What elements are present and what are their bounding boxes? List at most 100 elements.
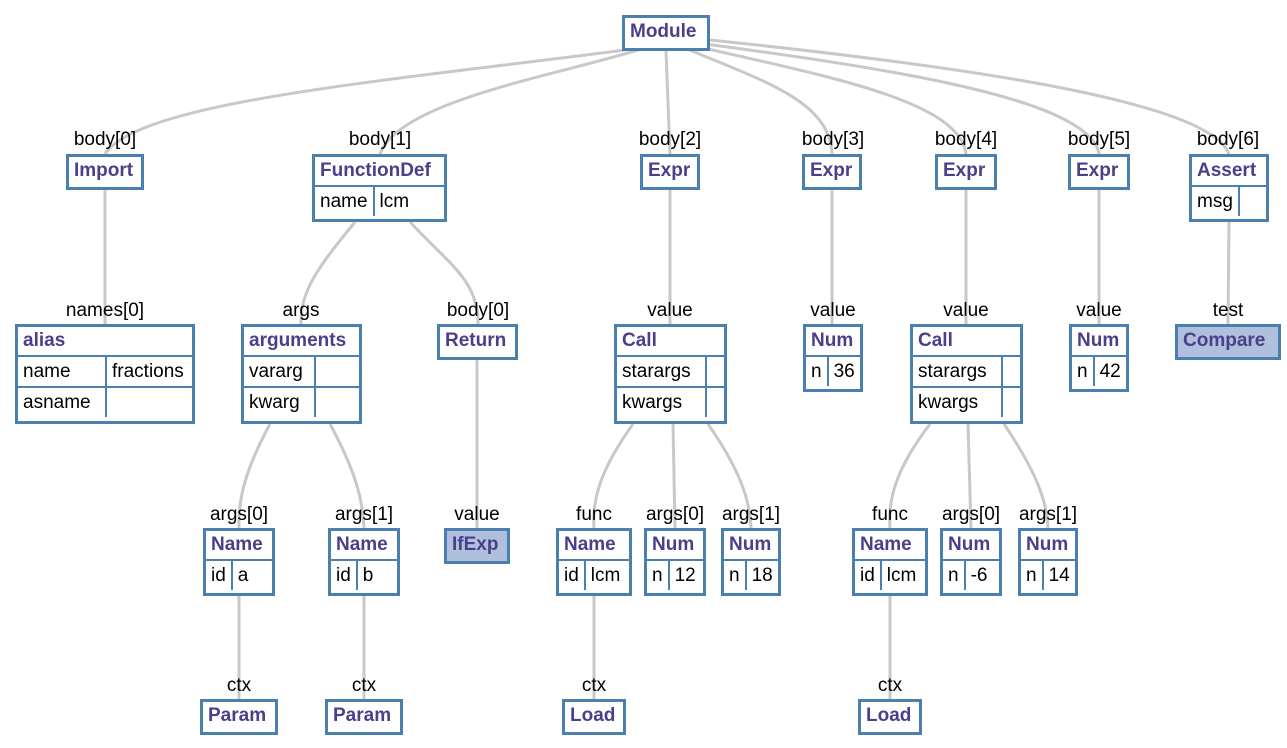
field-key: asname <box>18 388 107 417</box>
node-title: arguments <box>249 330 347 351</box>
edge-label: ctx <box>351 675 377 696</box>
field-key: id <box>855 561 882 590</box>
edge-arguments-name-a <box>237 423 272 529</box>
node-compare: Compare <box>1175 324 1281 360</box>
node-title: Num <box>811 330 854 351</box>
node-title: Num <box>1026 534 1069 555</box>
edge-label: ctx <box>877 675 903 696</box>
field-key: n <box>647 561 670 590</box>
field-value: b <box>362 565 374 586</box>
node-title: Num <box>652 534 695 555</box>
node-title: alias <box>23 330 66 351</box>
node-num: Num n-6 <box>940 528 1002 596</box>
node-title: Assert <box>1197 160 1257 181</box>
edge-call2-args0 <box>671 423 677 529</box>
node-title: Call <box>622 330 657 351</box>
field-key: id <box>206 561 233 590</box>
edge-label: ctx <box>581 675 607 696</box>
edge-label: body[0] <box>73 129 137 150</box>
field-value: a <box>237 565 249 586</box>
edge-label: test <box>1212 300 1244 321</box>
edge-funcdef-arguments <box>299 221 357 325</box>
edge-label: args[1] <box>1018 504 1078 525</box>
node-title: IfExp <box>452 534 499 555</box>
node-title: FunctionDef <box>320 160 431 181</box>
field-key: name <box>18 357 107 386</box>
edge-label: func <box>576 504 612 525</box>
node-assert: Assert msg <box>1189 154 1269 222</box>
node-expr: Expr <box>802 154 862 190</box>
field-key: msg <box>1192 187 1240 216</box>
node-title: Expr <box>1076 160 1119 181</box>
field-key: n <box>724 561 747 590</box>
edge-module-expr5 <box>704 42 1101 155</box>
node-module: Module <box>622 15 710 51</box>
field-value: 14 <box>1048 565 1070 586</box>
node-call: Call starargs kwargs <box>910 324 1023 424</box>
field-key: n <box>1021 561 1044 590</box>
edge-label: body[1] <box>348 129 412 150</box>
edge-label: value <box>810 300 856 321</box>
node-call: Call starargs kwargs <box>614 324 727 424</box>
edge-label: value <box>943 300 989 321</box>
field-value <box>316 388 359 417</box>
edge-label: args[0] <box>209 504 269 525</box>
node-load: Load <box>858 699 922 735</box>
field-value <box>1240 187 1266 216</box>
field-value: 42 <box>1099 361 1121 382</box>
edge-label: ctx <box>226 675 252 696</box>
node-title: Num <box>729 534 772 555</box>
edge-label: body[4] <box>934 129 998 150</box>
node-expr: Expr <box>1068 154 1130 190</box>
node-title: Name <box>211 534 263 555</box>
edge-label: body[6] <box>1196 129 1260 150</box>
edge-module-import <box>103 46 641 155</box>
field-key: n <box>1072 357 1095 386</box>
edge-label: args <box>282 300 320 321</box>
node-title: Name <box>860 534 912 555</box>
field-key: id <box>331 561 358 590</box>
field-value: lcm <box>590 565 621 586</box>
node-param: Param <box>325 699 403 735</box>
edge-label: args[1] <box>721 504 781 525</box>
field-key: vararg <box>244 357 316 386</box>
node-arguments: arguments vararg kwarg <box>241 324 362 424</box>
edge-call2-func <box>592 423 635 529</box>
node-title: Compare <box>1183 330 1266 351</box>
edge-assert-compare <box>1226 221 1231 325</box>
edge-label: body[3] <box>801 129 865 150</box>
field-key: starargs <box>617 357 707 386</box>
field-key: kwargs <box>913 388 1003 417</box>
node-title: Name <box>564 534 616 555</box>
field-key: id <box>559 561 586 590</box>
node-expr: Expr <box>935 154 997 190</box>
edge-label: value <box>454 504 500 525</box>
field-key: kwarg <box>244 388 316 417</box>
edge-label: names[0] <box>65 300 145 321</box>
node-title: Name <box>336 534 388 555</box>
node-import: Import <box>66 154 144 190</box>
node-title: Param <box>208 705 267 726</box>
node-title: Import <box>74 160 134 181</box>
field-value: fractions <box>112 361 184 382</box>
node-title: Load <box>866 705 912 726</box>
node-title: Param <box>333 705 392 726</box>
node-return: Return <box>437 324 518 360</box>
edge-label: args[0] <box>941 504 1001 525</box>
edge-funcdef-return <box>408 220 480 325</box>
field-value: -6 <box>970 565 988 586</box>
node-expr: Expr <box>640 154 700 190</box>
edge-label: args[1] <box>334 504 394 525</box>
edge-label: body[2] <box>638 129 702 150</box>
node-title: Expr <box>648 160 691 181</box>
edge-arguments-name-b <box>328 423 366 529</box>
node-load: Load <box>562 699 626 735</box>
